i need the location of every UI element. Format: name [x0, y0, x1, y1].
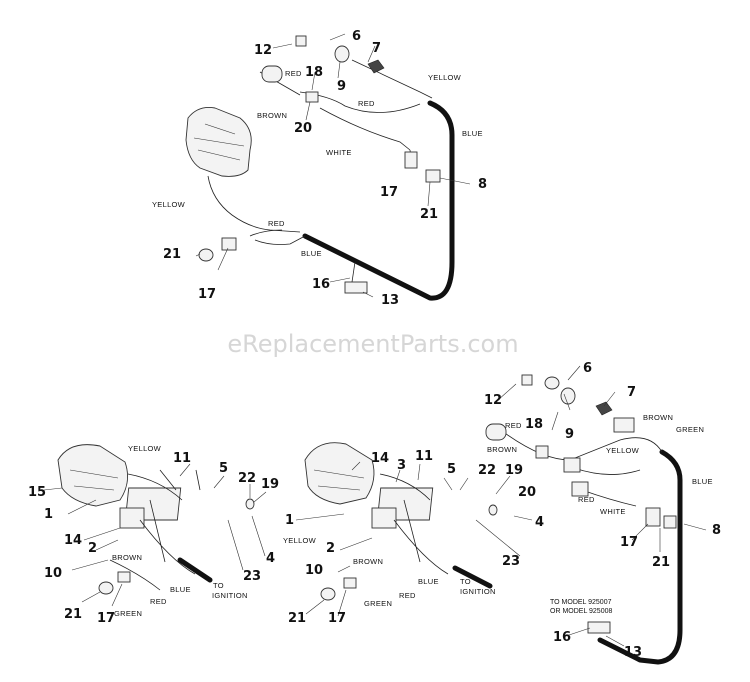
callout-5-right: 5 [447, 462, 456, 477]
wire-label-blue-left: BLUE [170, 585, 191, 594]
callout-21-lower: 21 [163, 247, 181, 262]
callout-15: 15 [28, 485, 46, 500]
callout-4-right: 4 [535, 515, 544, 530]
callout-23-right: 23 [502, 554, 520, 569]
wire-label-red-switch: RED [505, 421, 522, 430]
wire-label-yellow-right-2: YELLOW [283, 536, 317, 545]
wire-label-brown-right-2: BROWN [353, 557, 383, 566]
right-view-labels: 6 12 7 18 9 14 3 11 5 22 19 20 1 4 2 23 … [283, 361, 721, 660]
callout-17-lower: 17 [198, 287, 216, 302]
callout-3-right: 3 [397, 458, 406, 473]
right-view [295, 365, 707, 665]
callout-17-left: 17 [97, 611, 115, 626]
wire-label-blue-right-2: BLUE [418, 577, 439, 586]
callout-2-right: 2 [326, 541, 335, 556]
callout-16-right: 16 [553, 630, 571, 645]
callout-19-right: 19 [505, 463, 523, 478]
model-note-line-1: TO MODEL 925007 [550, 599, 612, 606]
callout-10-right: 10 [305, 563, 323, 578]
callout-6: 6 [352, 29, 361, 44]
callout-18-right: 18 [525, 417, 543, 432]
callout-8: 8 [478, 177, 487, 192]
callout-5: 5 [219, 461, 228, 476]
callout-13-right: 13 [624, 645, 642, 660]
callout-14: 14 [64, 533, 82, 548]
wire-label-yellow-2: YELLOW [152, 200, 186, 209]
callout-21-left: 21 [64, 607, 82, 622]
wire-label-yellow: YELLOW [428, 73, 462, 82]
callout-2: 2 [88, 541, 97, 556]
callout-16: 16 [312, 277, 330, 292]
callout-23: 23 [243, 569, 261, 584]
wire-label-red-right-2: RED [399, 591, 416, 600]
wire-label-brown-left: BROWN [112, 553, 142, 562]
callout-20-right: 20 [518, 485, 536, 500]
top-view [185, 33, 471, 301]
wire-label-ignition-left: IGNITION [212, 591, 248, 600]
callout-17-right-lower: 17 [328, 611, 346, 626]
callout-22-right: 22 [478, 463, 496, 478]
callout-12: 12 [254, 43, 272, 58]
callout-1-right: 1 [285, 513, 294, 528]
callout-7-right: 7 [627, 385, 636, 400]
callout-21-right: 21 [652, 555, 670, 570]
callout-21-right-lower: 21 [288, 611, 306, 626]
wire-label-to-left: TO [213, 581, 224, 590]
wire-label-blue-right: BLUE [692, 477, 713, 486]
wire-label-red-2: RED [358, 99, 375, 108]
model-note-line-2: OR MODEL 925008 [550, 608, 612, 615]
callout-10: 10 [44, 566, 62, 581]
callout-9-right: 9 [565, 427, 574, 442]
wire-label-red-3: RED [268, 219, 285, 228]
wire-label-yellow-left: YELLOW [128, 444, 162, 453]
wire-label-brown: BROWN [257, 111, 287, 120]
callout-4: 4 [266, 551, 275, 566]
wire-label-ignition-right: IGNITION [460, 587, 496, 596]
callout-17: 17 [380, 185, 398, 200]
wire-label-blue-2: BLUE [301, 249, 322, 258]
callout-6-right: 6 [583, 361, 592, 376]
wire-label-green-right: GREEN [676, 425, 704, 434]
callout-13: 13 [381, 293, 399, 308]
wire-label-yellow-right: YELLOW [606, 446, 640, 455]
wire-label-red: RED [285, 69, 302, 78]
callout-21: 21 [420, 207, 438, 222]
callout-18: 18 [305, 65, 323, 80]
top-view-labels: 12 6 7 9 18 20 8 17 21 21 17 16 13 RED B… [152, 29, 487, 308]
wire-label-brown-switch: BROWN [487, 445, 517, 454]
wire-label-red-right: RED [578, 495, 595, 504]
wire-label-to-right: TO [460, 577, 471, 586]
callout-11: 11 [173, 451, 191, 466]
wire-label-green-left: GREEN [114, 609, 142, 618]
wire-label-white-right: WHITE [600, 507, 626, 516]
wire-label-white: WHITE [326, 148, 352, 157]
left-view-labels: 15 1 11 5 22 19 14 2 4 23 10 21 17 YELLO… [28, 444, 279, 626]
wire-label-blue: BLUE [462, 129, 483, 138]
callout-20: 20 [294, 121, 312, 136]
callout-14-right: 14 [371, 451, 389, 466]
callout-11-right: 11 [415, 449, 433, 464]
callout-8-right: 8 [712, 523, 721, 538]
left-view [43, 444, 267, 607]
wire-label-brown-right: BROWN [643, 413, 673, 422]
wire-label-green-right-2: GREEN [364, 599, 392, 608]
callout-12-right: 12 [484, 393, 502, 408]
wire-label-red-left: RED [150, 597, 167, 606]
callout-1: 1 [44, 507, 53, 522]
watermark: eReplacementParts.com [227, 330, 518, 358]
callout-19: 19 [261, 477, 279, 492]
callout-9: 9 [337, 79, 346, 94]
callout-17-right: 17 [620, 535, 638, 550]
callout-22: 22 [238, 471, 256, 486]
callout-7: 7 [372, 41, 381, 56]
